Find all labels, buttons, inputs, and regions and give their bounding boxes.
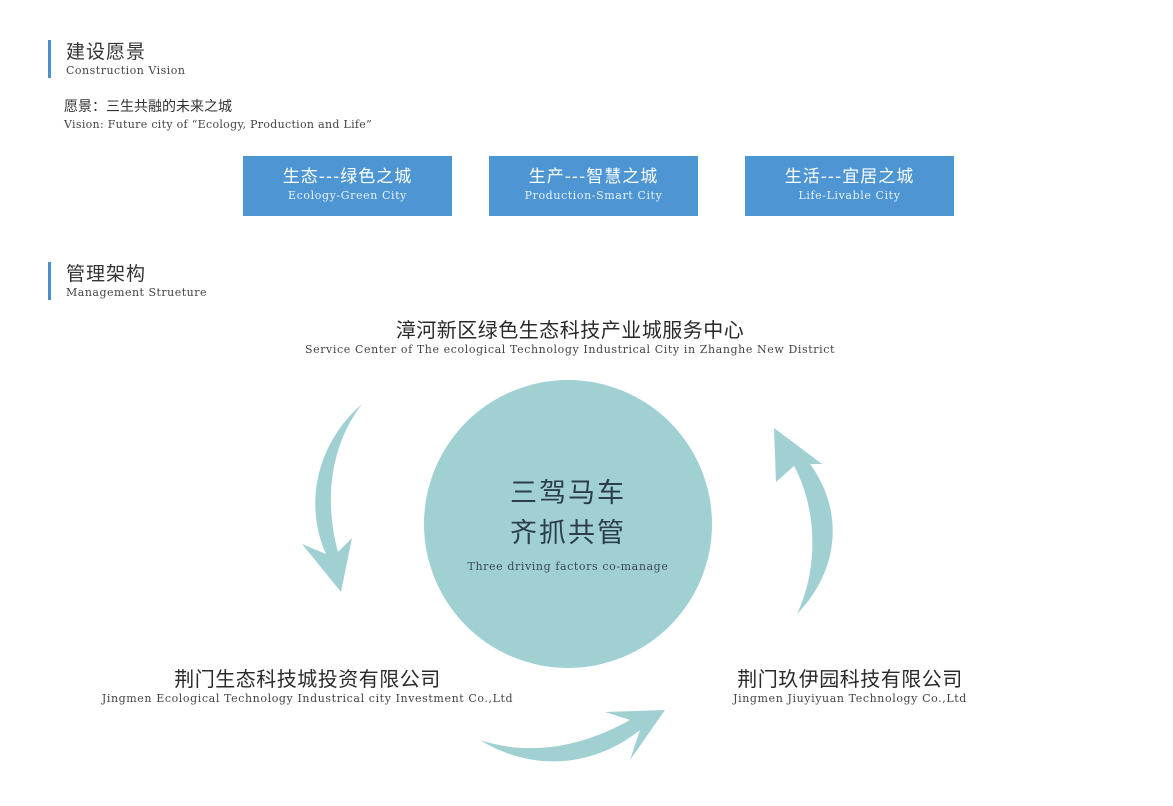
org-technology-company: 荆门玖伊园科技有限公司 Jingmen Jiuyiyuan Technology… [700,666,1000,706]
pillar-subtitle: Production-Smart City [524,189,663,202]
pillar-title: 生活---宜居之城 [784,167,915,187]
cycle-arrow-left [302,404,362,592]
org-name-zh: 荆门生态科技城投资有限公司 [174,667,441,691]
center-title-line-2: 齐抓共管 [510,518,626,549]
org-name-en: Jingmen Jiuyiyuan Technology Co.,Ltd [733,692,967,705]
pillar-life: 生活---宜居之城 Life-Livable City [745,156,954,216]
section-title: 建设愿景 [66,41,147,63]
org-investment-company: 荆门生态科技城投资有限公司 Jingmen Ecological Technol… [80,666,535,706]
vision-statement-en: Vision: Future city of “Ecology, Product… [64,118,373,131]
org-name-en: Service Center of The ecological Technol… [304,343,836,356]
org-service-center: 漳河新区绿色生态科技产业城服务中心 Service Center of The … [260,317,880,357]
section-title: 管理架构 [66,263,147,285]
center-title-line-1: 三驾马车 [510,478,626,509]
cycle-arrow-bottom [480,710,665,762]
section-subtitle: Construction Vision [66,64,186,77]
pillar-title: 生产---智慧之城 [528,167,659,187]
vision-statement-zh: 愿景：三生共融的未来之城 [64,99,232,115]
section-subtitle: Management Strueture [66,286,208,299]
pillar-production: 生产---智慧之城 Production-Smart City [489,156,698,216]
org-name-en: Jingmen Ecological Technology Industrica… [101,692,514,705]
cycle-arrow-right [774,428,833,614]
section-header-management: 管理架构 Management Strueture [48,262,207,300]
org-name-zh: 荆门玖伊园科技有限公司 [737,667,963,691]
pillar-subtitle: Life-Livable City [798,189,901,202]
org-name-zh: 漳河新区绿色生态科技产业城服务中心 [395,318,745,342]
pillar-subtitle: Ecology-Green City [288,189,407,202]
pillar-title: 生态---绿色之城 [282,167,413,187]
center-subtitle: Three driving factors co-manage [467,560,669,573]
section-header-vision: 建设愿景 Construction Vision [48,40,185,78]
vision-statement: 愿景：三生共融的未来之城 Vision: Future city of “Eco… [64,98,372,132]
center-circle [424,380,712,668]
pillar-ecology: 生态---绿色之城 Ecology-Green City [243,156,452,216]
